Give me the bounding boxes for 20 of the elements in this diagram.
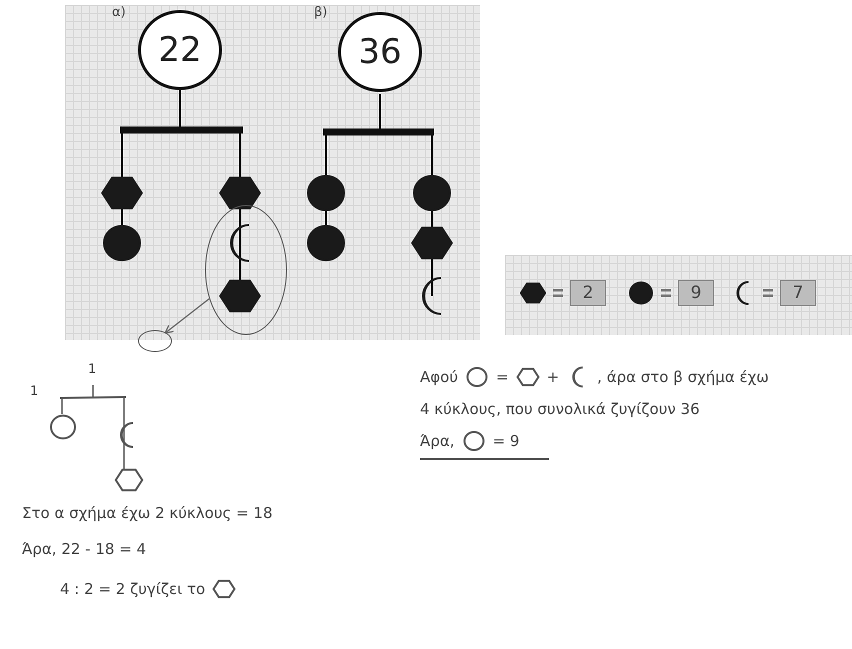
handwritten-text: , άρα στο β σχήμα έχω [597,368,769,386]
answer-box: 9 [678,280,714,306]
answer-box: 2 [570,280,606,306]
arrow [164,298,210,334]
answer-box: 7 [780,280,816,306]
handwritten-text: Στο α σχήμα έχω 2 κύκλους = 18 [22,504,272,522]
handwritten-text: + [546,368,560,386]
handwritten-text: Άρα, 22 - 18 = 4 [22,540,146,558]
handwritten-text: 1 [30,384,38,399]
handwritten-text: = [496,368,509,386]
circled-group [205,205,287,335]
question-letter: β) [314,5,328,20]
handwritten-text: = 9 [492,432,520,450]
question-letter: α) [112,5,126,20]
handwritten-text: 1 [88,362,96,377]
handwritten-text: 4 κύκλους, που συνολικά ζυγίζουν 36 [420,400,700,418]
handwritten-text: Άρα, [420,432,455,450]
handwritten-text: Αφού [420,368,458,386]
small-circle [138,330,172,352]
handwritten-text: 4 : 2 = 2 ζυγίζει το [60,580,206,598]
